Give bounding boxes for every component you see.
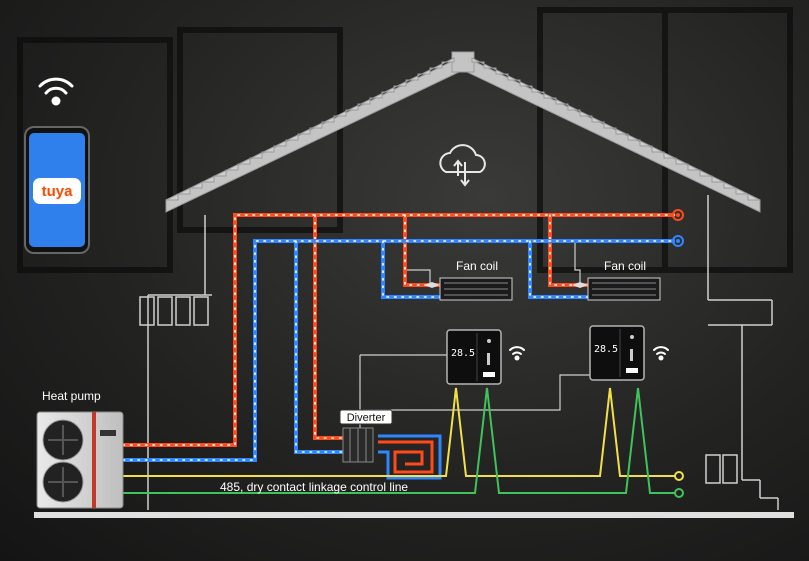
- thermostat-left[interactable]: 28.5: [446, 329, 502, 385]
- diverter-label: Diverter: [347, 412, 386, 424]
- cloud-sync-icon: [439, 144, 486, 187]
- control-lines: [123, 387, 684, 498]
- floor-heating-coil: [378, 434, 442, 480]
- cold-pipe-end-dot: [676, 239, 680, 243]
- fan-coil-left: Fan coil: [424, 259, 513, 301]
- diverter: Diverter: [339, 409, 393, 463]
- fan-coil-left-label: Fan coil: [456, 259, 498, 273]
- ground-line: [34, 512, 794, 518]
- fan-coil-right: Fan coil: [572, 259, 661, 301]
- house-windows: [139, 296, 738, 484]
- hot-pipe-branch-fancoil-left: [403, 215, 440, 287]
- heat-pump: Heat pump: [36, 389, 124, 509]
- hot-pipe-branch-diverter: [313, 215, 345, 440]
- control-line-green: [123, 387, 676, 494]
- wifi-icon: [653, 346, 669, 361]
- cold-pipe-branch-fancoil-right: [528, 241, 588, 299]
- cold-pipe-branch-fancoil-left: [381, 241, 440, 299]
- thermostat-right-temp: 28.5: [594, 344, 618, 355]
- background-windows: [17, 7, 793, 273]
- cold-water-pipes: [122, 239, 676, 462]
- hot-water-pipes: [122, 213, 676, 447]
- heat-pump-label: Heat pump: [42, 389, 101, 403]
- cold-pipe-end: [672, 235, 684, 247]
- hot-pipe-end-dot: [676, 213, 680, 217]
- thermostat-right[interactable]: 28.5: [589, 325, 645, 381]
- cold-pipe-branch-diverter: [294, 241, 345, 454]
- control-line-yellow: [123, 387, 676, 477]
- control-line-label: 485, dry contact linkage control line: [220, 480, 408, 494]
- control-line-green-end: [674, 488, 684, 498]
- house-roof: [165, 51, 761, 213]
- wifi-icon: [38, 77, 74, 106]
- tuya-logo: tuya: [42, 183, 74, 200]
- fan-coil-right-label: Fan coil: [604, 259, 646, 273]
- house-walls: [147, 195, 779, 510]
- hot-pipe-branch-fancoil-right: [548, 215, 588, 287]
- smartphone: tuya: [24, 126, 90, 254]
- hot-pipe-end: [672, 209, 684, 221]
- control-line-yellow-end: [674, 471, 684, 481]
- thermostat-left-temp: 28.5: [451, 348, 475, 359]
- wifi-icon: [509, 346, 525, 361]
